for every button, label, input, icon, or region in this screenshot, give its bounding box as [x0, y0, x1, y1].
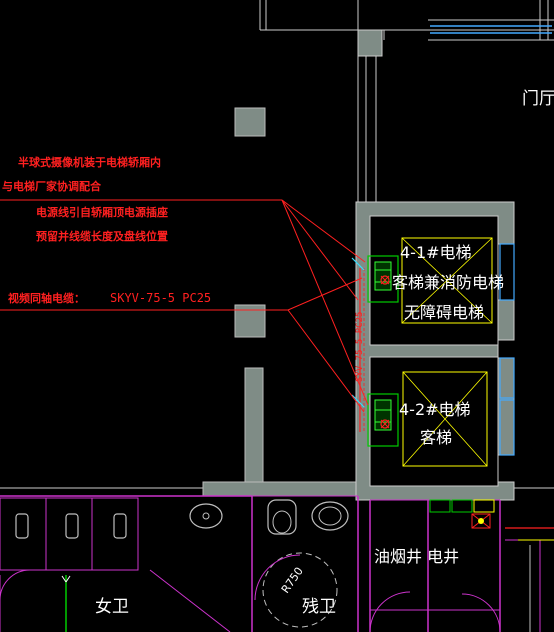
- lobby-label: 门厅: [522, 89, 554, 109]
- wall-bottom-ledge: [202, 481, 359, 497]
- camera-icon-1: [380, 275, 390, 285]
- toilet-stalls: [0, 497, 231, 632]
- door-swings: [369, 545, 531, 632]
- toilet-icon: [65, 513, 79, 539]
- glass-partition-top: [430, 25, 552, 34]
- toilet-icon: [15, 513, 29, 539]
- sink-icon: [189, 503, 223, 529]
- note-power: 电源线引自轿厢顶电源插座: [36, 205, 168, 219]
- sink-icon: [311, 501, 349, 531]
- wall-left-vertical: [244, 367, 264, 483]
- column-top-right: [357, 29, 383, 57]
- elevator-2-type: 客梯: [420, 428, 452, 447]
- conduit-spec-label: SYV-75-5 PC25: [355, 312, 365, 382]
- elevator-2-name: 4-2#电梯: [399, 400, 471, 419]
- elevator-1: 4-1#电梯 客梯兼消防电梯 无障碍电梯: [367, 237, 504, 324]
- note-camera-mount: 半球式摄像机装于电梯轿厢内: [18, 155, 161, 169]
- shaft-equipment: [429, 499, 495, 529]
- accessible-toilet-label: 残卫: [302, 597, 336, 617]
- shafts-label: 油烟井 电井: [374, 547, 459, 566]
- elevator-1-car-panel: [367, 255, 399, 303]
- turning-radius-label: R750: [279, 565, 306, 596]
- toilet-icon: [113, 513, 127, 539]
- glass-partition-elevator: [499, 243, 515, 456]
- elevator-2: 4-2#电梯 客梯: [367, 371, 488, 467]
- note-reserve: 预留并线缆长度及盘线位置: [36, 229, 168, 243]
- camera-conduit: SYV-75-5 PC25: [351, 257, 390, 432]
- elevator-2-car-panel: [367, 393, 399, 447]
- elevator-1-type: 客梯兼消防电梯: [392, 273, 504, 292]
- annotation-notes: 半球式摄像机装于电梯轿厢内 与电梯厂家协调配合 电源线引自轿厢顶电源插座 预留并…: [2, 155, 211, 305]
- womens-toilet-label: 女卫: [95, 597, 129, 617]
- note-cable-spec: SKYV-75-5 PC25: [110, 291, 211, 305]
- turning-circle: [262, 552, 338, 628]
- annotation-leaders: [0, 199, 369, 413]
- elevator-1-name: 4-1#电梯: [400, 243, 472, 262]
- elevator-1-accessible: 无障碍电梯: [404, 303, 484, 322]
- toilet-icon: [267, 499, 297, 535]
- elevator-1-shaft: [401, 237, 493, 324]
- note-coordinate: 与电梯厂家协调配合: [2, 179, 102, 193]
- elevator-2-shaft: [402, 371, 488, 467]
- column-left-1: [234, 107, 266, 137]
- lower-partitions: [0, 495, 554, 632]
- note-cable-label: 视频同轴电缆：: [8, 291, 85, 305]
- camera-icon-2: [380, 419, 390, 429]
